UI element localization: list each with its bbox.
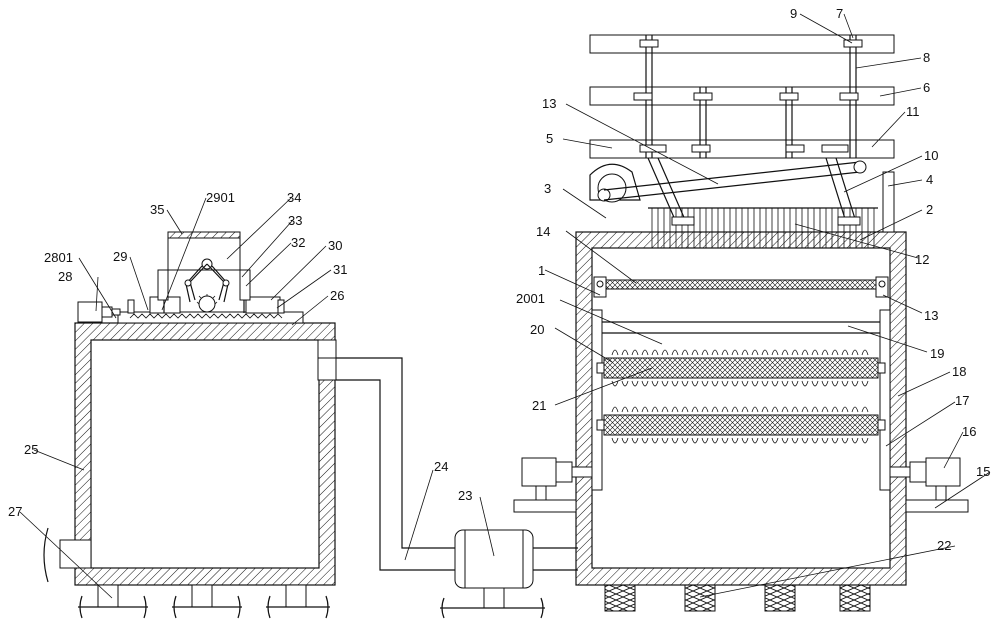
label-8: 8: [923, 50, 930, 65]
label-25: 25: [24, 442, 38, 457]
label-27: 27: [8, 504, 22, 519]
label-28: 28: [58, 269, 72, 284]
label-16: 16: [962, 424, 976, 439]
label-34: 34: [287, 190, 301, 205]
right-tank: [513, 231, 969, 612]
label-31: 31: [333, 262, 347, 277]
label-18: 18: [952, 364, 966, 379]
label-4: 4: [926, 172, 933, 187]
label-6: 6: [923, 80, 930, 95]
label-33: 33: [288, 213, 302, 228]
label-1: 1: [538, 263, 545, 278]
label-23: 23: [458, 488, 472, 503]
label-22: 22: [937, 538, 951, 553]
part-labels: 9 7 8 6 13 11 5 10 4 3 2 14 12 1 2001 13…: [8, 6, 990, 553]
label-20: 20: [530, 322, 544, 337]
right-upper-assembly: [589, 34, 895, 248]
label-26: 26: [330, 288, 344, 303]
label-32: 32: [291, 235, 305, 250]
label-19: 19: [930, 346, 944, 361]
label-11: 11: [906, 104, 920, 119]
label-24: 24: [434, 459, 448, 474]
label-13-lower: 13: [924, 308, 938, 323]
label-21: 21: [532, 398, 546, 413]
label-13-upper: 13: [542, 96, 556, 111]
label-12: 12: [915, 252, 929, 267]
left-tank: [43, 322, 337, 619]
label-29: 29: [113, 249, 127, 264]
label-2901: 2901: [206, 190, 235, 205]
label-5: 5: [546, 131, 553, 146]
label-2001: 2001: [516, 291, 545, 306]
label-2801: 2801: [44, 250, 73, 265]
label-2: 2: [926, 202, 933, 217]
left-top-mechanism: [77, 231, 304, 324]
label-17: 17: [955, 393, 969, 408]
label-7: 7: [836, 6, 843, 21]
label-15: 15: [976, 464, 990, 479]
label-30: 30: [328, 238, 342, 253]
label-35: 35: [150, 202, 164, 217]
label-10: 10: [924, 148, 938, 163]
label-3: 3: [544, 181, 551, 196]
leader-lines: [19, 13, 991, 599]
label-14: 14: [536, 224, 550, 239]
pipe-and-pump: [336, 357, 578, 619]
label-9: 9: [790, 6, 797, 21]
